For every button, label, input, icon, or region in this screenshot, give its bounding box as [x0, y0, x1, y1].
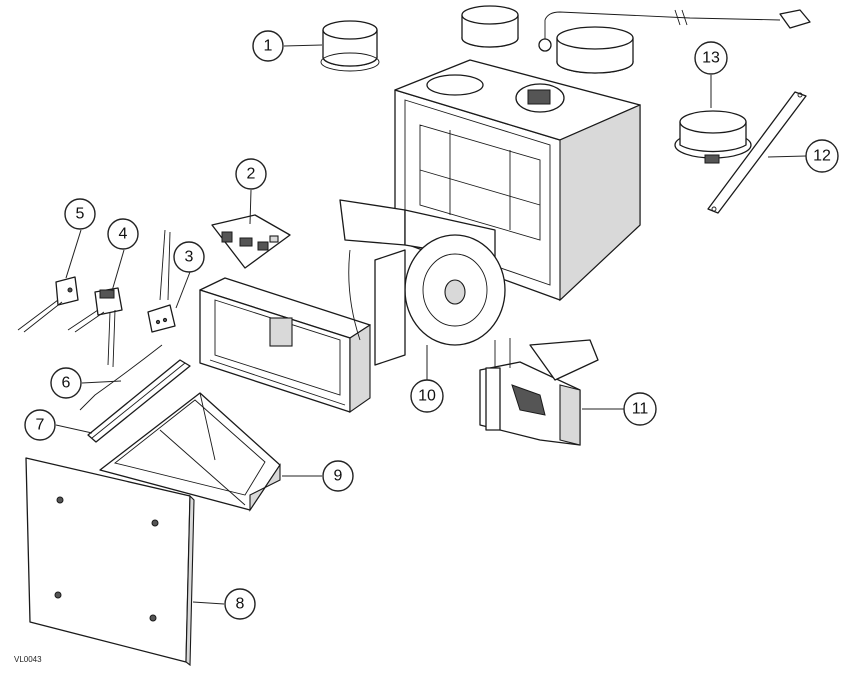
callout-5-label: 5	[76, 206, 85, 223]
callout-8: 8	[224, 588, 256, 620]
callout-1: 1	[252, 30, 284, 62]
callout-12: 12	[805, 139, 839, 173]
callout-13: 13	[694, 41, 728, 75]
callout-12-label: 12	[813, 148, 831, 165]
motor-module-part	[479, 338, 599, 446]
drawing-code: VL0043	[14, 655, 42, 664]
callout-4: 4	[107, 218, 139, 250]
sensor-part	[17, 276, 79, 333]
callout-6-label: 6	[62, 375, 71, 392]
callout-3: 3	[173, 241, 205, 273]
power-cord	[538, 9, 811, 52]
control-board-part	[211, 214, 291, 269]
callout-10-label: 10	[418, 388, 436, 405]
transition-frame-part	[99, 392, 281, 512]
electrical-tray	[199, 277, 371, 414]
callout-4-label: 4	[119, 226, 128, 243]
mounting-bracket-part	[707, 91, 807, 214]
housing-top-collar	[461, 5, 519, 48]
callout-9-label: 9	[334, 468, 343, 485]
callout-10: 10	[410, 379, 444, 413]
callout-11: 11	[623, 392, 657, 426]
wire-part	[79, 344, 163, 411]
duct-collar-part	[320, 20, 380, 72]
blower-part	[339, 199, 506, 366]
housing-rear-collar	[556, 26, 634, 74]
callout-5: 5	[64, 198, 96, 230]
callout-8-label: 8	[236, 596, 245, 613]
callout-9: 9	[322, 460, 354, 492]
switch-part	[147, 229, 176, 333]
callout-6: 6	[50, 367, 82, 399]
callout-7-label: 7	[36, 417, 45, 434]
callout-3-label: 3	[185, 249, 194, 266]
transformer-part	[67, 287, 123, 368]
callout-11-label: 11	[632, 401, 649, 418]
damper-collar-part	[674, 110, 752, 164]
front-cover-panel-part	[25, 457, 195, 667]
callout-13-label: 13	[702, 50, 720, 67]
callout-2: 2	[235, 158, 267, 190]
callout-1-label: 1	[264, 38, 273, 55]
callout-7: 7	[24, 409, 56, 441]
leader-lines	[55, 44, 807, 605]
callout-2-label: 2	[247, 166, 256, 183]
filter-part	[87, 359, 191, 443]
